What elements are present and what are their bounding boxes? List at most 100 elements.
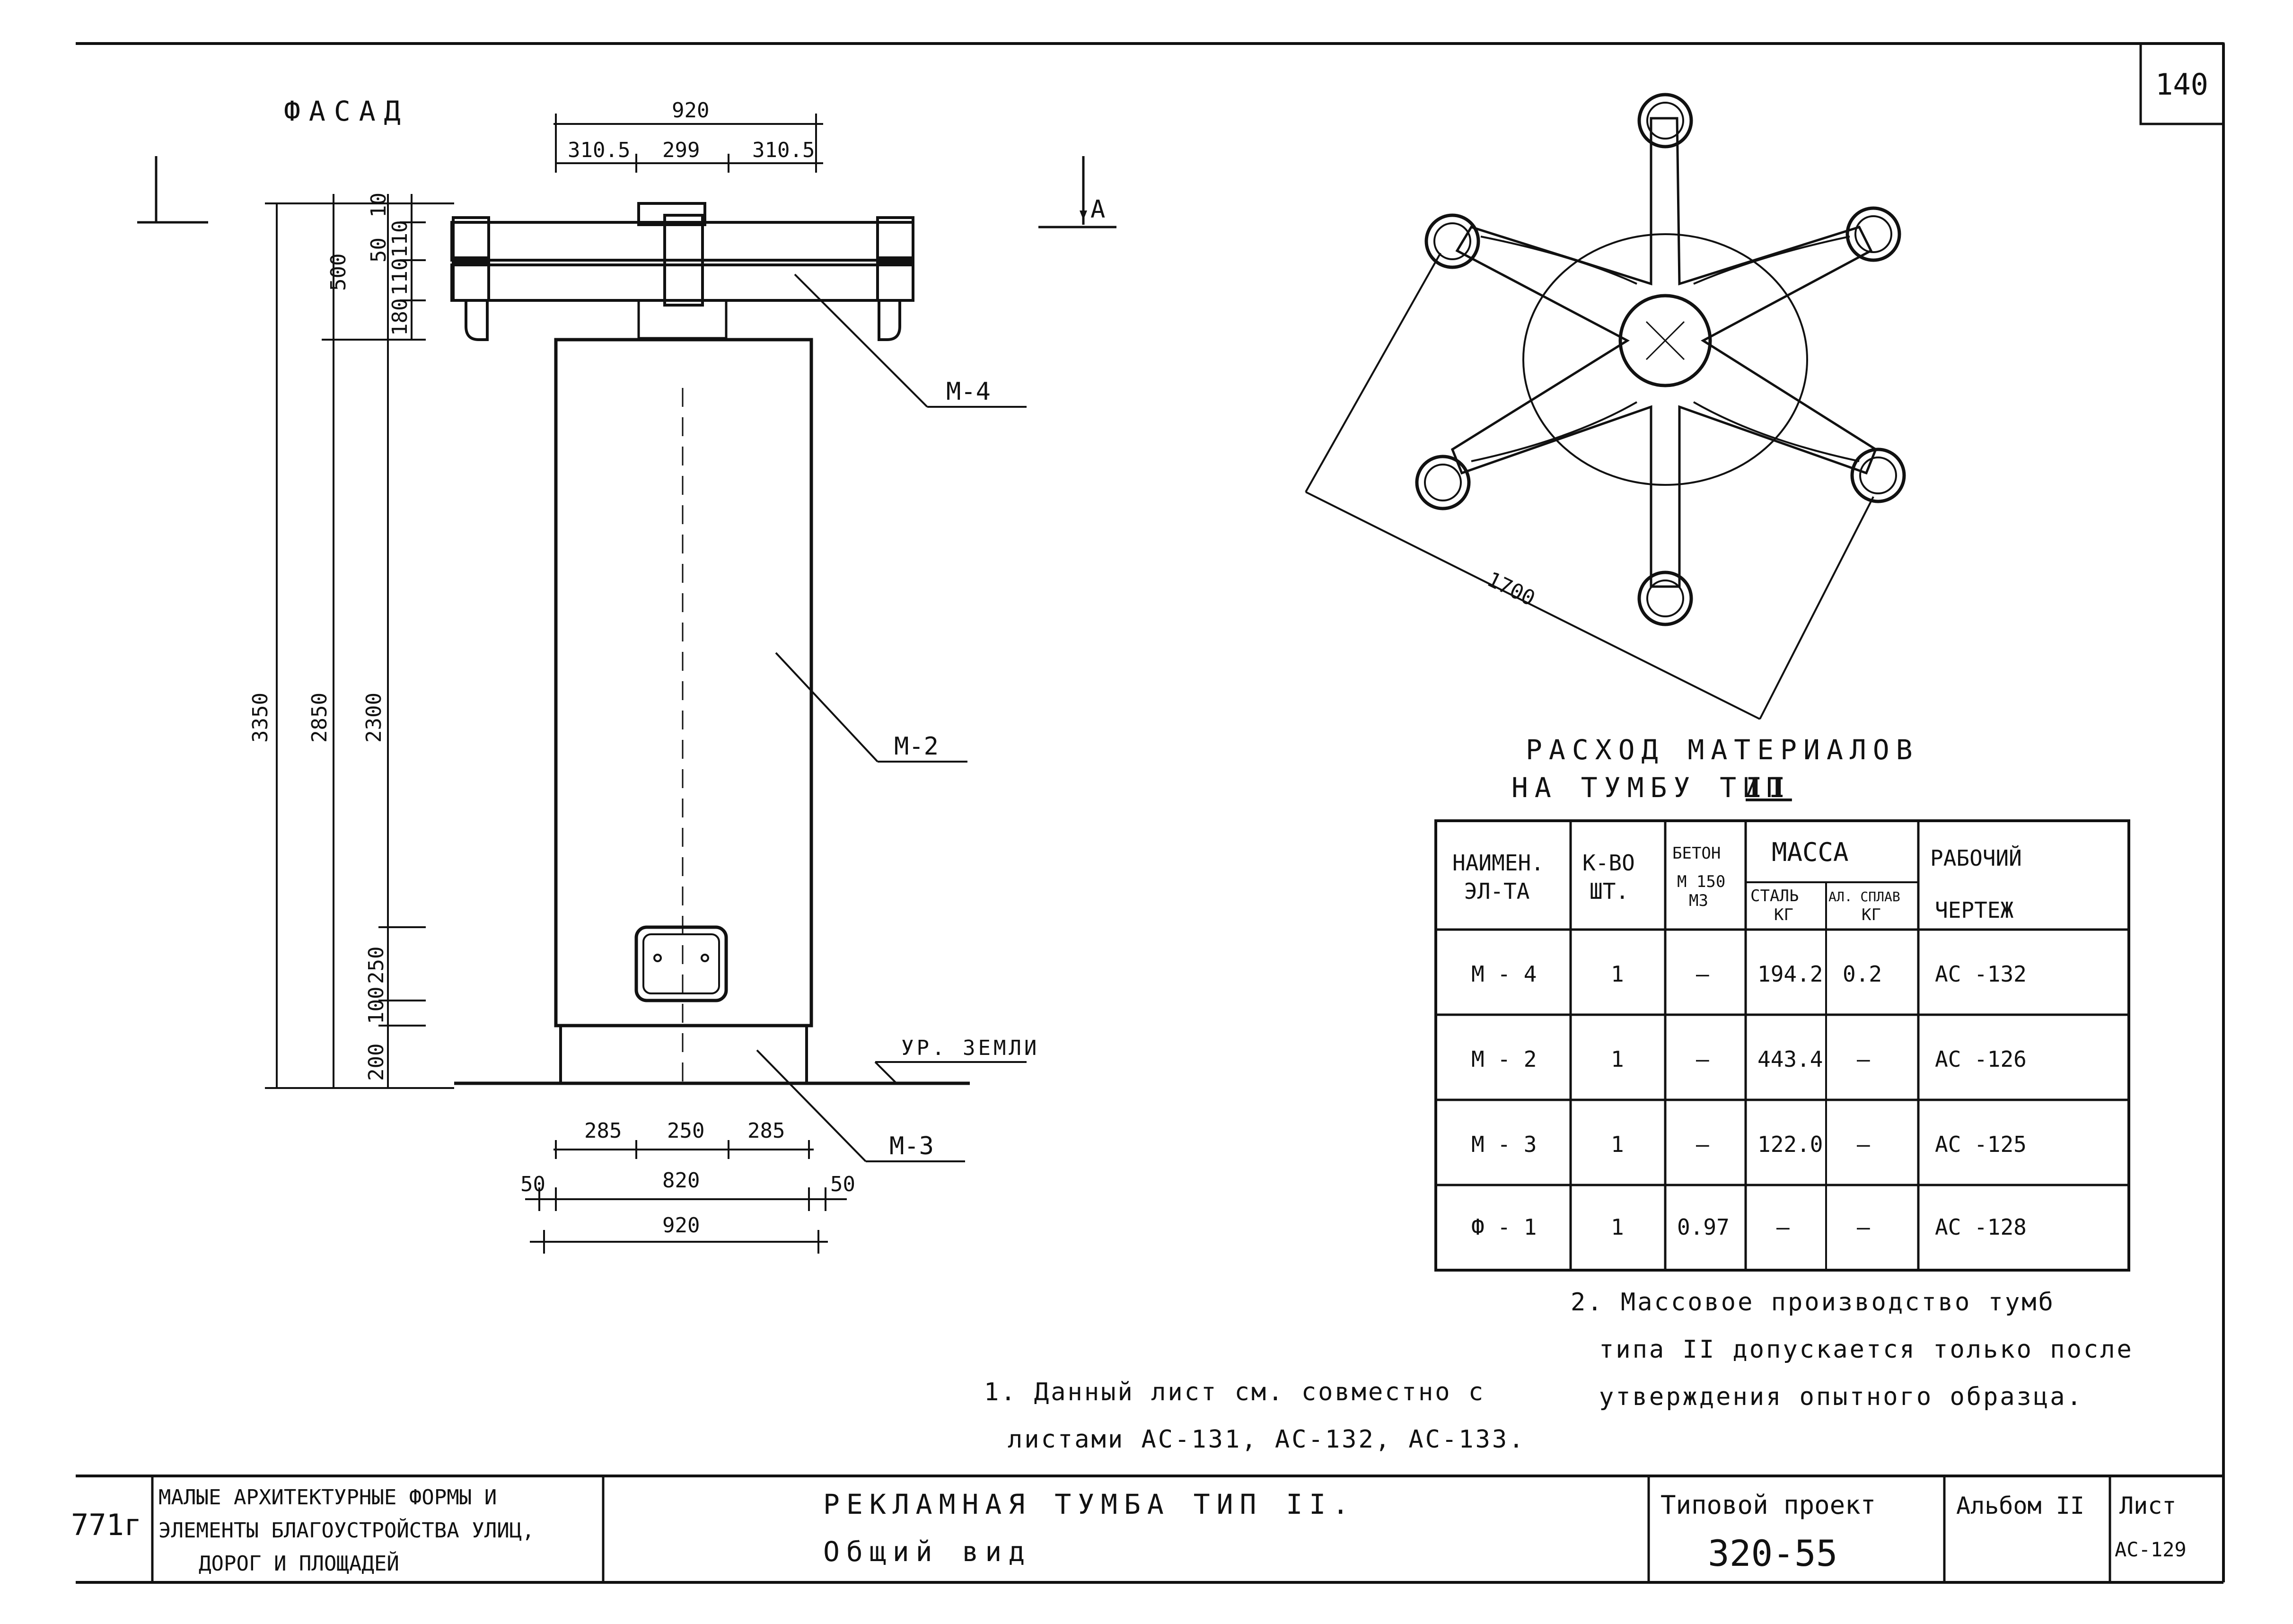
dim-top-right: 310.5 xyxy=(752,138,815,162)
plan-view: 1700 xyxy=(1305,93,1906,720)
plan-dimension: 1700 xyxy=(1305,253,1874,720)
dim-bottom-margin-right: 50 xyxy=(830,1172,855,1196)
dim-top-middle: 299 xyxy=(662,138,700,162)
materials-title-line2: НА ТУМБУ ТИП xyxy=(1511,772,1789,804)
note-2-line-1: 2. Массовое производство тумб xyxy=(1571,1288,2055,1317)
header-concrete-1: БЕТОН xyxy=(1672,844,1721,863)
facade-view: ФАСАД А xyxy=(137,95,1116,1254)
materials-table-grid xyxy=(1434,819,2130,1272)
materials-table: РАСХОД МАТЕРИАЛОВ НА ТУМБУ ТИП II НАИМЕН… xyxy=(1434,734,2130,1272)
header-qty-2: ШТ. xyxy=(1590,878,1629,904)
table-row: Ф - 1 1 0.97 — — АС -128 xyxy=(1471,1214,2027,1240)
materials-title-line1: РАСХОД МАТЕРИАЛОВ xyxy=(1526,734,1919,766)
row-m4-concrete: — xyxy=(1696,961,1709,987)
row-m3-qty: 1 xyxy=(1611,1132,1624,1157)
dim-bottom-margin-left: 50 xyxy=(520,1172,545,1196)
title-block-project-label: Типовой проект xyxy=(1660,1490,1876,1520)
dim-cap-0: 10 xyxy=(367,193,391,218)
plan-base-circle xyxy=(1522,233,1808,486)
dimension-bottom: 285 250 285 820 50 50 920 xyxy=(520,1119,855,1254)
note-1-line-1: 1. Данный лист см. совместно с xyxy=(984,1378,1485,1406)
row-m2-drawing: АС -126 xyxy=(1935,1046,2027,1072)
cap-assembly xyxy=(450,202,914,341)
title-block-sheet-code: АС-129 xyxy=(2115,1538,2187,1561)
dim-base-0: 250 xyxy=(364,947,388,984)
materials-title-roman: II xyxy=(1746,772,1792,804)
header-concrete-2: М 150 xyxy=(1677,872,1725,891)
dim-left-total: 3350 xyxy=(248,693,272,743)
row-f1-drawing: АС -128 xyxy=(1935,1214,2027,1240)
title-block-sheet-label: Лист xyxy=(2119,1492,2176,1519)
note-2-line-2: типа II допускается только после xyxy=(1599,1335,2134,1364)
dim-bottom-overall: 920 xyxy=(662,1213,700,1238)
row-f1-steel: — xyxy=(1776,1214,1790,1240)
row-f1-qty: 1 xyxy=(1611,1214,1624,1240)
dim-cap-1: 50 xyxy=(367,237,391,263)
leader-m3: М-3 xyxy=(756,1049,965,1162)
row-f1-alloy: — xyxy=(1857,1214,1870,1240)
dimension-left: 3350 2850 2300 500 10 50 110 110 180 250… xyxy=(248,193,454,1089)
dim-left-body: 2300 xyxy=(362,693,386,743)
row-m2-name: М - 2 xyxy=(1471,1046,1537,1072)
header-name-2: ЭЛ-ТА xyxy=(1464,878,1529,904)
dim-bottom-right: 285 xyxy=(747,1119,785,1143)
plan-arms-outline xyxy=(1450,117,1878,588)
row-m4-qty: 1 xyxy=(1611,961,1624,987)
advertising-column-body xyxy=(554,338,813,1027)
row-m3-concrete: — xyxy=(1696,1132,1709,1157)
title-block-org-line1: МАЛЫЕ АРХИТЕКТУРНЫЕ ФОРМЫ И xyxy=(158,1485,497,1510)
dim-cap-3: 110 xyxy=(388,258,412,296)
header-mass: МАССА xyxy=(1772,837,1849,867)
table-row: М - 4 1 — 194.2 0.2 АС -132 xyxy=(1471,961,2027,987)
row-f1-name: Ф - 1 xyxy=(1471,1214,1537,1240)
header-qty-1: К-ВО xyxy=(1582,850,1635,876)
row-m3-name: М - 3 xyxy=(1471,1132,1537,1157)
dim-cap-4: 180 xyxy=(388,298,412,336)
title-block-code: 771г xyxy=(71,1508,141,1542)
row-m3-steel: 122.0 xyxy=(1757,1132,1823,1157)
row-m3-alloy: — xyxy=(1857,1132,1870,1157)
plan-dimension-label: 1700 xyxy=(1483,567,1539,611)
dim-base-1: 100 xyxy=(364,987,388,1024)
note-2-line-3: утверждения опытного образца. xyxy=(1599,1383,2083,1411)
title-block-album-label: Альбом II xyxy=(1956,1492,2084,1519)
row-m3-drawing: АС -125 xyxy=(1935,1132,2027,1157)
title-block-org-line2: ЭЛЕМЕНТЫ БЛАГОУСТРОЙСТВА УЛИЦ, xyxy=(158,1518,535,1543)
table-row: М - 2 1 — 443.4 — АС -126 xyxy=(1471,1046,2027,1072)
service-hatch xyxy=(634,925,728,1002)
row-m2-qty: 1 xyxy=(1611,1046,1624,1072)
row-m2-concrete: — xyxy=(1696,1046,1709,1072)
title-block-project-number: 320-55 xyxy=(1708,1532,1838,1574)
leader-m3-label: М-3 xyxy=(889,1132,934,1160)
leader-m4-label: М-4 xyxy=(946,377,991,406)
dimension-top: 920 310.5 299 310.5 xyxy=(553,98,823,173)
row-m2-alloy: — xyxy=(1857,1046,1870,1072)
title-block: 771г МАЛЫЕ АРХИТЕКТУРНЫЕ ФОРМЫ И ЭЛЕМЕНТ… xyxy=(71,1485,2187,1576)
table-row: М - 3 1 — 122.0 — АС -125 xyxy=(1471,1132,2027,1157)
dim-bottom-middle: 250 xyxy=(667,1119,704,1143)
header-alloy-2: КГ xyxy=(1862,905,1881,924)
leader-m4: М-4 xyxy=(794,273,1027,408)
header-alloy-1: АЛ. СПЛАВ xyxy=(1828,889,1900,904)
sheet-number: 140 xyxy=(2155,67,2208,102)
dim-bottom-left: 285 xyxy=(584,1119,622,1143)
leader-m2-label: М-2 xyxy=(894,732,939,761)
notes: 1. Данный лист см. совместно с листами А… xyxy=(984,1288,2134,1454)
leader-m2: М-2 xyxy=(775,652,967,763)
row-m2-steel: 443.4 xyxy=(1757,1046,1823,1072)
title-block-name-line2: Общий вид xyxy=(823,1536,1031,1568)
facade-title: ФАСАД xyxy=(284,95,409,127)
row-f1-concrete: 0.97 xyxy=(1677,1214,1730,1240)
header-name-1: НАИМЕН. xyxy=(1452,850,1544,876)
dim-cap-2: 110 xyxy=(388,220,412,258)
dim-base-2: 200 xyxy=(364,1044,388,1081)
ground-level-label: УР. ЗЕМЛИ xyxy=(901,1036,1039,1060)
header-steel-1: СТАЛЬ xyxy=(1750,887,1799,905)
plan-hub xyxy=(1618,294,1712,387)
row-m4-name: М - 4 xyxy=(1471,961,1537,987)
header-drawing-2: ЧЕРТЕЖ xyxy=(1935,897,2013,923)
header-drawing-1: РАБОЧИЙ xyxy=(1930,845,2022,871)
section-marker-letter: А xyxy=(1090,195,1105,224)
row-m4-steel: 194.2 xyxy=(1757,961,1823,987)
